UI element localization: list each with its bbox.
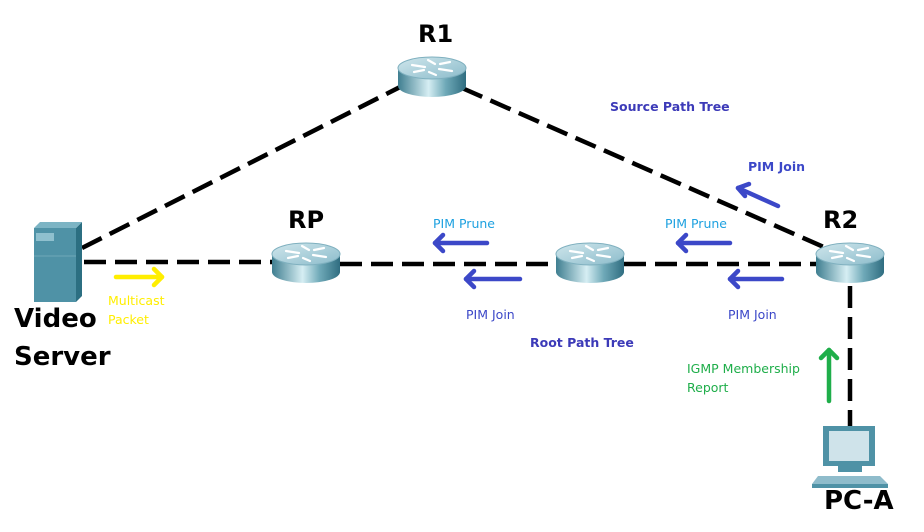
pim-prune-arrow-right bbox=[675, 232, 733, 254]
igmp-arrow bbox=[818, 347, 840, 404]
pim-join-top-label: PIM Join bbox=[748, 159, 806, 174]
multicast-packet-label-line2: Packet bbox=[108, 312, 149, 327]
router-r2-icon[interactable] bbox=[814, 241, 886, 285]
server-icon[interactable] bbox=[34, 222, 82, 302]
igmp-report-label-line2: Report bbox=[687, 380, 729, 395]
router-r1-icon[interactable] bbox=[396, 55, 468, 99]
source-path-tree-label: Source Path Tree bbox=[610, 99, 730, 114]
pc-a-label: PC-A bbox=[824, 486, 894, 516]
multicast-packet-label-line1: Multicast bbox=[108, 293, 165, 308]
router-r1-label: R1 bbox=[418, 20, 454, 48]
router-r2-label: R2 bbox=[823, 206, 859, 234]
server-label-line1: Video bbox=[14, 304, 97, 334]
pim-join-arrow-right bbox=[727, 268, 785, 290]
router-rp-icon[interactable] bbox=[270, 241, 342, 285]
pim-join-arrow-r2-r1 bbox=[735, 181, 781, 209]
pim-prune-left-label: PIM Prune bbox=[433, 216, 495, 231]
router-mid-icon[interactable] bbox=[554, 241, 626, 285]
pim-join-arrow-left bbox=[463, 268, 523, 290]
pim-join-left-label: PIM Join bbox=[466, 307, 515, 322]
root-path-tree-label: Root Path Tree bbox=[530, 335, 634, 350]
pim-prune-right-label: PIM Prune bbox=[665, 216, 727, 231]
igmp-report-label-line1: IGMP Membership bbox=[687, 361, 800, 376]
pim-join-right-label: PIM Join bbox=[728, 307, 777, 322]
multicast-arrow bbox=[113, 266, 165, 288]
link-r1-r2 bbox=[461, 85, 827, 251]
server-label-line2: Server bbox=[14, 342, 111, 372]
router-rp-label: RP bbox=[288, 206, 325, 234]
pc-icon[interactable] bbox=[812, 426, 888, 488]
pim-prune-arrow-left bbox=[432, 232, 490, 254]
link-server-r1 bbox=[80, 81, 408, 251]
